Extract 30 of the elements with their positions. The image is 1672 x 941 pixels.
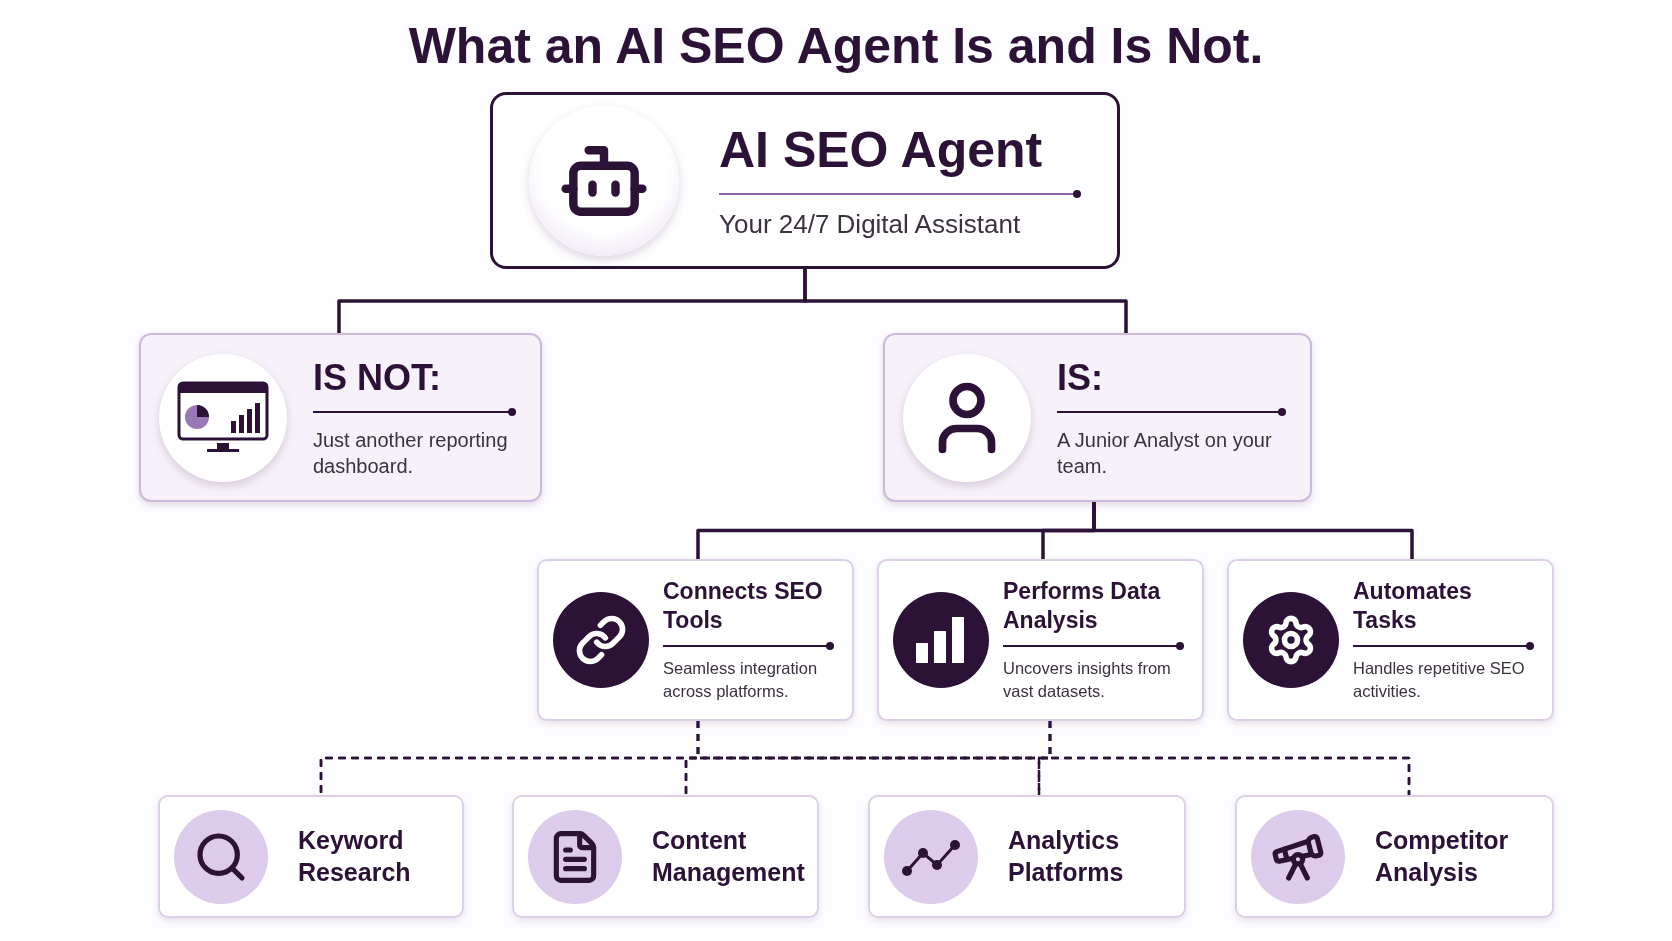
dashed-connector [1048,721,1411,795]
card-description: Uncovers insights from vast datasets. [1003,657,1172,702]
agent-card [490,92,1120,269]
card-heading: AI SEO Agent [719,121,1044,180]
info-card [1235,795,1554,918]
info-card [877,559,1204,721]
card-description: A Junior Analyst on your team. [1057,427,1272,479]
card-heading: Connects SEO Tools [663,577,824,635]
connector-line [1092,502,1414,559]
info-card [1227,559,1554,721]
info-card [158,795,464,918]
info-card [537,559,854,721]
diagram-title: What an AI SEO Agent Is and Is Not. [407,17,1265,76]
card-heading: IS: [1057,356,1104,400]
card-heading: Keyword Research [298,825,412,888]
info-card [139,333,542,502]
info-card [868,795,1186,918]
card-description: Handles repetitive SEO activities. [1353,657,1526,702]
info-card [512,795,819,918]
card-heading: Automates Tasks [1353,577,1473,635]
card-heading: Competitor Analysis [1375,825,1510,888]
card-description: Seamless integration across platforms. [663,657,819,702]
card-description: Your 24/7 Digital Assistant [719,209,1022,240]
info-card [883,333,1312,502]
card-heading: Performs Data Analysis [1003,577,1162,635]
connector-line [803,269,1128,333]
card-description: Just another reporting dashboard. [313,427,509,479]
card-heading: Analytics Platforms [1008,825,1125,888]
card-heading: Content Management [652,825,803,888]
card-heading: IS NOT: [313,356,442,400]
